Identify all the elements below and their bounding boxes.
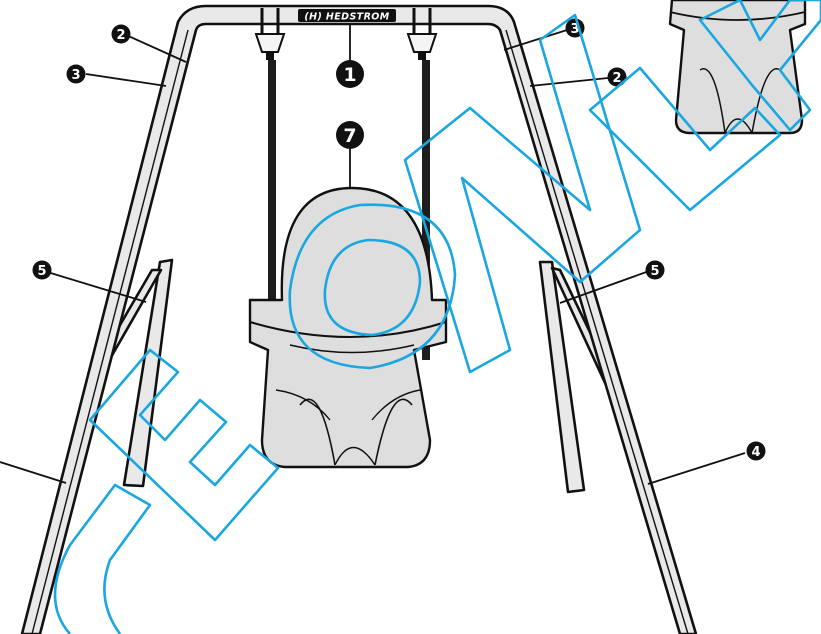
brand-logo-text: (H) HEDSTROM [304, 12, 389, 23]
callout-4-label: 4 [751, 445, 760, 460]
callout-5-right: 5 [645, 260, 665, 280]
callout-5-left-label: 5 [37, 264, 46, 279]
brand-logo: (H) HEDSTROM [298, 9, 396, 23]
callout-2-right: 2 [607, 67, 627, 87]
callout-5-right-label: 5 [650, 264, 659, 279]
back-leg-left [122, 258, 174, 488]
callout-5-left: 5 [32, 260, 52, 280]
callout-3-left: 3 [66, 64, 86, 84]
callout-4: 4 [746, 441, 766, 461]
callout-3-left-label: 3 [71, 68, 80, 83]
bucket-seat [248, 186, 448, 469]
back-leg-right [538, 260, 586, 494]
callout-7: 7 [336, 121, 364, 149]
callout-3-right-label: 3 [570, 22, 579, 37]
leader-lines [0, 25, 746, 485]
chain-left [254, 8, 286, 360]
callout-1-label: 1 [343, 64, 356, 86]
callout-2-right-label: 2 [612, 71, 621, 86]
callout-1: 1 [336, 60, 364, 88]
callout-2-left-label: 2 [116, 28, 125, 43]
chain-right [406, 8, 438, 360]
callout-7-label: 7 [343, 125, 356, 147]
callout-2-left: 2 [111, 24, 131, 44]
service-only-watermark [53, 0, 821, 634]
top-bar-frame [20, 4, 698, 634]
